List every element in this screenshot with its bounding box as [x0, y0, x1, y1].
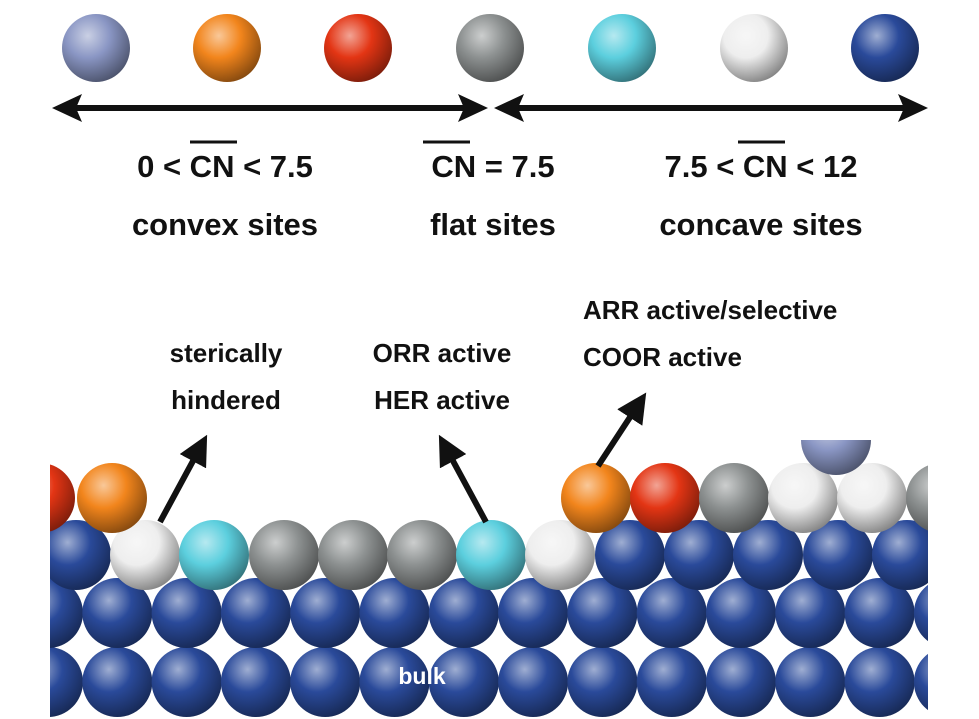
hindered-label: hindered [171, 385, 281, 415]
legend-sphere-red [324, 14, 392, 82]
flat-cn-label: CN = 7.5 [431, 149, 554, 184]
surface-atom [50, 520, 111, 590]
bulk-label: bulk [398, 663, 445, 689]
bulk-atom [844, 578, 915, 648]
legend-sphere-slate [62, 14, 130, 82]
bulk-atom [706, 578, 776, 648]
legend-sphere-white [720, 14, 788, 82]
bulk-atom [220, 647, 291, 717]
surface-atom [733, 520, 803, 590]
steric-pointer-arrow [157, 434, 208, 524]
bulk-atom [567, 578, 638, 648]
bulk-atom [151, 578, 222, 648]
bulk-atom [775, 647, 846, 717]
adatom [699, 463, 769, 533]
concave-sites-label: concave sites [659, 207, 862, 242]
surface-atom [803, 520, 873, 590]
bulk-atom [428, 578, 499, 648]
flat-sites-label: flat sites [430, 207, 556, 242]
surface-atom [525, 520, 595, 590]
concave-cn-label: 7.5 < CN < 12 [664, 149, 857, 184]
bulk-atom [636, 647, 707, 717]
adatom [630, 463, 700, 533]
surface-slab [50, 440, 928, 717]
bulk-atom [913, 584, 928, 642]
bulk-atom [498, 647, 569, 717]
bulk-atom [775, 578, 846, 648]
legend-sphere-gray [456, 14, 524, 82]
surface-atom [664, 520, 734, 590]
surface-atom [872, 520, 928, 590]
bulk-atom [636, 578, 707, 648]
bulk-atom [498, 578, 569, 648]
bulk-atom [82, 647, 153, 717]
bulk-atom [290, 578, 361, 648]
orr-active-label: ORR active [373, 338, 512, 368]
adatom [561, 463, 631, 533]
surface-atom [456, 520, 526, 590]
bulk-atom [567, 647, 638, 717]
bulk-atom [913, 653, 928, 711]
top-adatom [801, 440, 871, 475]
coor-label: COOR active [583, 342, 742, 372]
legend-sphere-row [62, 14, 919, 82]
legend-sphere-orange [193, 14, 261, 82]
legend-sphere-cyan [588, 14, 656, 82]
bulk-atom [50, 647, 83, 717]
arr-label: ARR active/selective [583, 295, 837, 325]
surface-atom [318, 520, 388, 590]
surface-atom [249, 520, 319, 590]
bulk-atom [428, 647, 499, 717]
convex-range-arrow [52, 94, 488, 122]
adatom [50, 464, 75, 532]
bulk-atom [359, 578, 430, 648]
concave-range-arrow [494, 94, 928, 122]
adatom [768, 463, 838, 533]
surface-atom [110, 520, 180, 590]
bulk-atom [220, 578, 291, 648]
adatom [77, 463, 147, 533]
surface-atom [179, 520, 249, 590]
convex-cn-label: 0 < CN < 7.5 [137, 149, 313, 184]
bulk-atom [359, 647, 430, 717]
surface-atom [387, 520, 457, 590]
adatom [837, 463, 907, 533]
her-active-label: HER active [374, 385, 510, 415]
surface-atom [595, 520, 665, 590]
bulk-atom [50, 578, 83, 648]
arr-pointer-arrow [595, 392, 647, 468]
sterically-label: sterically [170, 338, 283, 368]
bulk-atom [706, 647, 776, 717]
bulk-atom [290, 647, 361, 717]
convex-sites-label: convex sites [132, 207, 318, 242]
bulk-atom [82, 578, 153, 648]
orr-pointer-arrow [438, 434, 489, 524]
adatom [906, 465, 928, 531]
bulk-atom [844, 647, 915, 717]
bulk-atom [151, 647, 222, 717]
legend-sphere-blue [851, 14, 919, 82]
